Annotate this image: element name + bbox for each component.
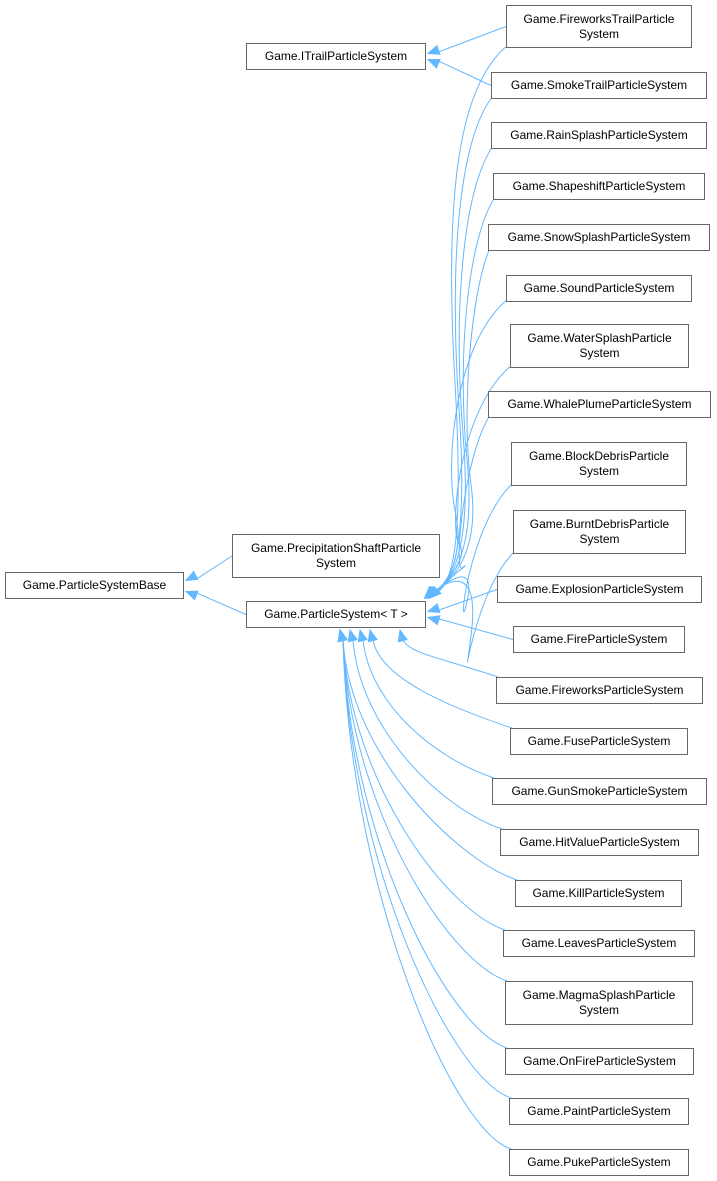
node-rain-splash-particle-system[interactable]: Game.RainSplashParticleSystem: [491, 122, 707, 149]
node-particle-system-base[interactable]: Game.ParticleSystemBase: [5, 572, 184, 599]
node-puke-particle-system[interactable]: Game.PukeParticleSystem: [509, 1149, 689, 1176]
node-particle-system-t[interactable]: Game.ParticleSystem< T >: [246, 601, 426, 628]
edge-precip-to-base-arrowhead: [184, 570, 199, 582]
edge-explosion-to-ps-arrowhead: [426, 603, 441, 614]
edge-burnt-to-ps: [430, 550, 516, 663]
edge-kill-to-ps: [342, 639, 518, 881]
node-itrail-particle-system[interactable]: Game.ITrailParticleSystem: [246, 43, 426, 70]
edge-puke-to-ps-arrowhead: [337, 628, 348, 643]
node-sound-particle-system[interactable]: Game.SoundParticleSystem: [506, 275, 692, 302]
edge-whale-to-ps: [431, 414, 491, 595]
edge-sound-to-ps: [432, 298, 509, 595]
edge-explosion-to-ps: [437, 589, 498, 611]
edge-fireworks-to-ps: [402, 639, 499, 678]
edge-water-to-ps: [432, 364, 513, 595]
edge-paint-to-ps: [342, 639, 512, 1099]
edge-leaves-to-ps: [342, 639, 506, 931]
edge-fwtrail-to-itrail-arrowhead: [426, 44, 441, 55]
edge-ps-to-base: [195, 592, 247, 615]
edge-fwtrail-to-itrail: [437, 26, 507, 53]
edge-hitvalue-to-ps: [352, 639, 503, 830]
node-fireworks-trail-particle-system[interactable]: Game.FireworksTrailParticle System: [506, 5, 692, 48]
node-shapeshift-particle-system[interactable]: Game.ShapeshiftParticleSystem: [493, 173, 705, 200]
node-fuse-particle-system[interactable]: Game.FuseParticleSystem: [510, 728, 688, 755]
edge-fireworks-to-ps-arrowhead: [397, 628, 408, 643]
node-paint-particle-system[interactable]: Game.PaintParticleSystem: [509, 1098, 689, 1125]
node-fireworks-particle-system[interactable]: Game.FireworksParticleSystem: [496, 677, 703, 704]
node-burnt-debris-particle-system[interactable]: Game.BurntDebrisParticle System: [513, 510, 686, 554]
node-on-fire-particle-system[interactable]: Game.OnFireParticleSystem: [505, 1048, 694, 1075]
node-kill-particle-system[interactable]: Game.KillParticleSystem: [515, 880, 682, 907]
node-hit-value-particle-system[interactable]: Game.HitValueParticleSystem: [500, 829, 699, 856]
node-whale-plume-particle-system[interactable]: Game.WhalePlumeParticleSystem: [488, 391, 711, 418]
edge-magma-to-ps: [342, 639, 508, 982]
edge-gunsmoke-to-ps: [362, 639, 495, 779]
edge-rain-to-ps: [434, 145, 494, 595]
edge-precip-to-base: [195, 555, 233, 580]
edge-smoketrail-to-itrail-arrowhead: [426, 58, 441, 69]
edge-snow-to-ps: [433, 247, 491, 595]
edge-fire-to-ps: [437, 618, 514, 640]
edge-fwtrail-to-ps: [435, 44, 509, 595]
node-magma-splash-particle-system[interactable]: Game.MagmaSplashParticle System: [505, 981, 693, 1025]
edge-burnt-to-ps-arrowhead: [423, 586, 437, 599]
node-water-splash-particle-system[interactable]: Game.WaterSplashParticle System: [510, 324, 689, 368]
node-precipitation-shaft-particle-system[interactable]: Game.PrecipitationShaftParticle System: [232, 534, 440, 578]
node-gun-smoke-particle-system[interactable]: Game.GunSmokeParticleSystem: [492, 778, 707, 805]
node-explosion-particle-system[interactable]: Game.ExplosionParticleSystem: [497, 576, 702, 603]
node-leaves-particle-system[interactable]: Game.LeavesParticleSystem: [503, 930, 695, 957]
node-smoke-trail-particle-system[interactable]: Game.SmokeTrailParticleSystem: [491, 72, 707, 99]
node-snow-splash-particle-system[interactable]: Game.SnowSplashParticleSystem: [488, 224, 710, 251]
edge-fire-to-ps-arrowhead: [426, 615, 441, 626]
node-fire-particle-system[interactable]: Game.FireParticleSystem: [513, 626, 685, 653]
edge-puke-to-ps: [342, 639, 512, 1150]
edge-gunsmoke-to-ps-arrowhead: [357, 628, 368, 643]
node-block-debris-particle-system[interactable]: Game.BlockDebrisParticle System: [511, 442, 687, 486]
edge-shapeshift-to-ps: [433, 196, 496, 595]
edge-onfire-to-ps: [342, 639, 508, 1049]
edge-block-to-ps: [430, 482, 514, 612]
edge-fuse-to-ps: [372, 639, 513, 729]
edge-hitvalue-to-ps-arrowhead: [347, 628, 358, 643]
edge-ps-to-base-arrowhead: [184, 590, 199, 601]
edge-fuse-to-ps-arrowhead: [367, 628, 378, 643]
edge-smoketrail-to-itrail: [437, 60, 492, 86]
